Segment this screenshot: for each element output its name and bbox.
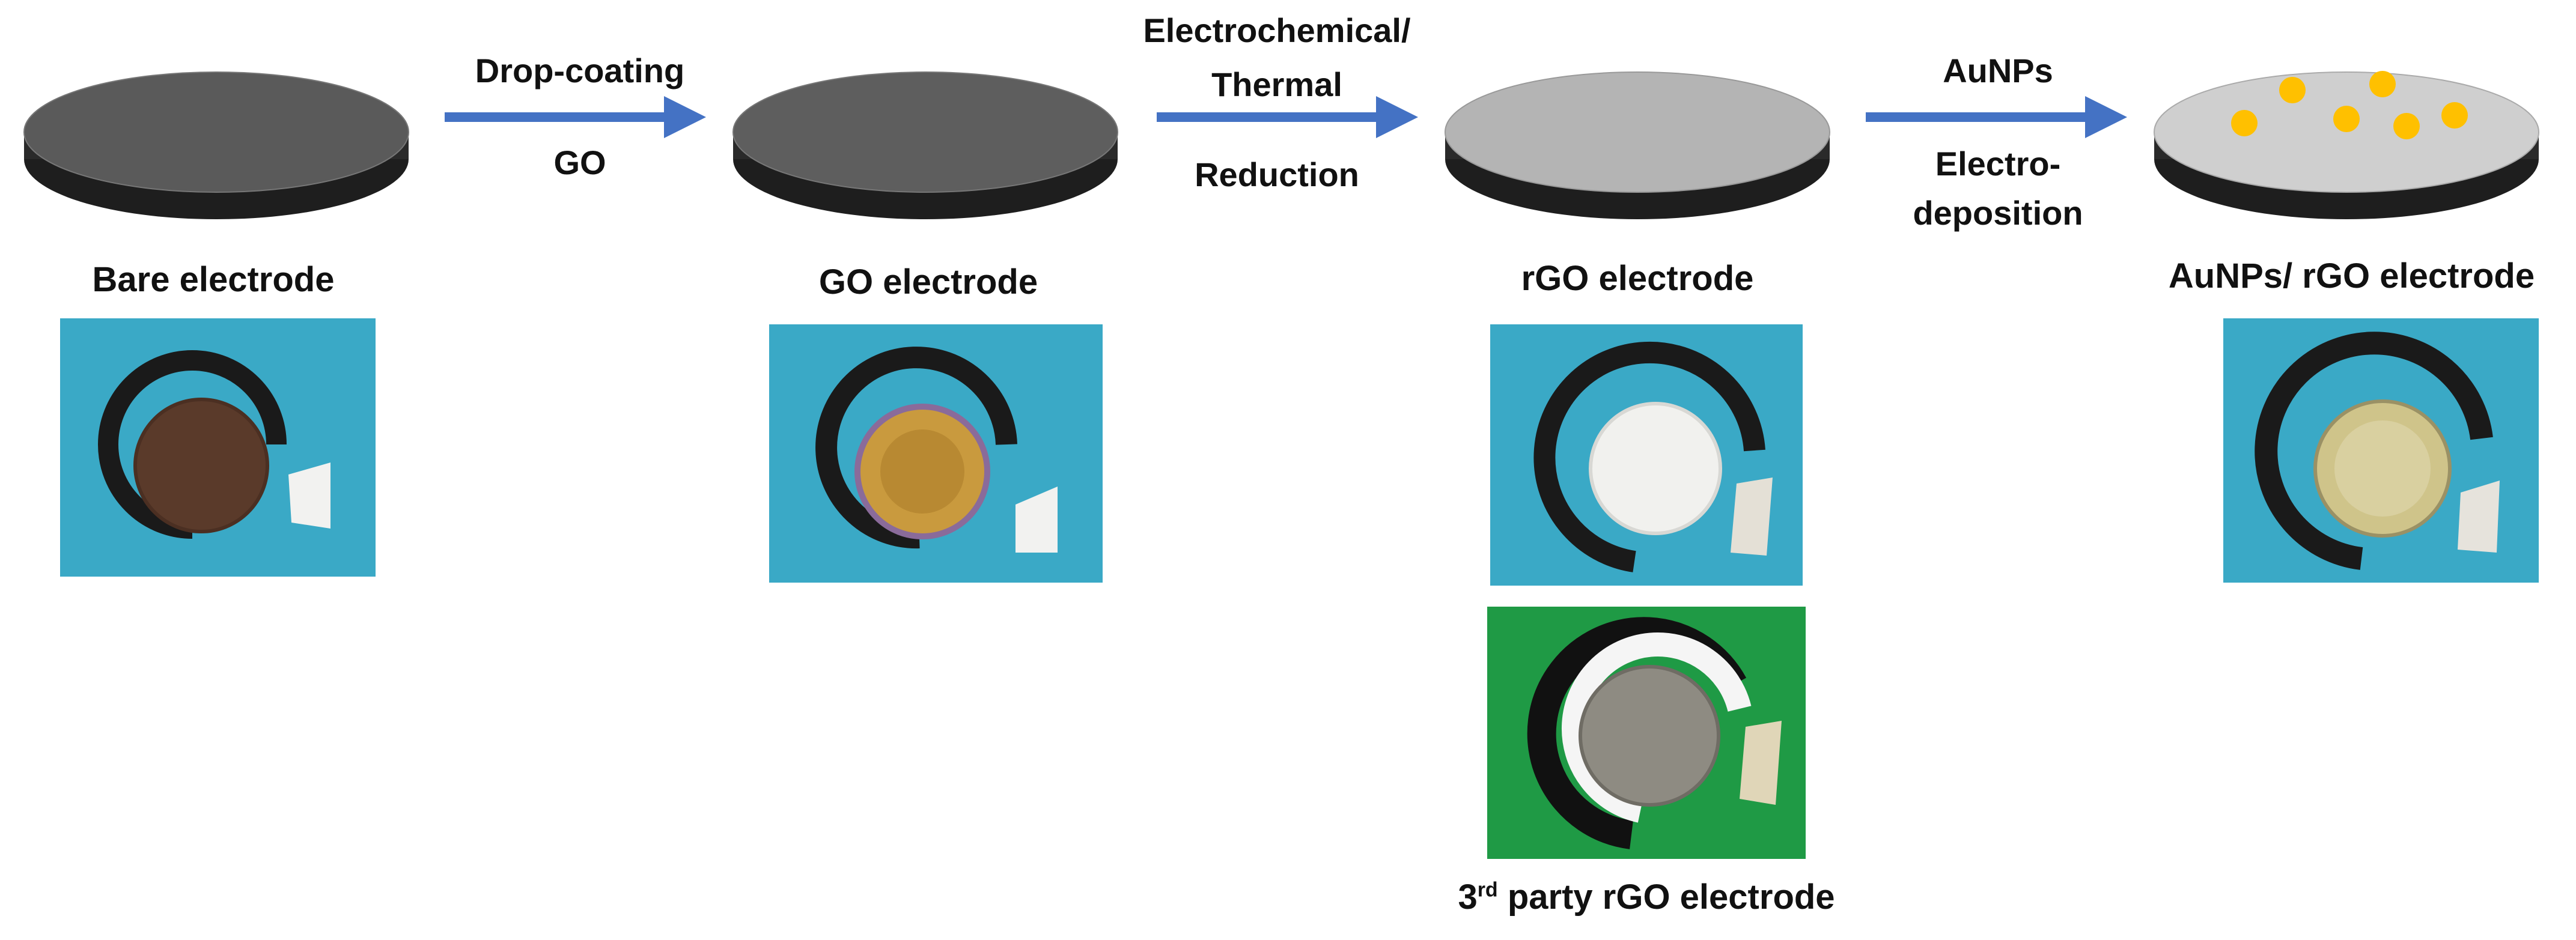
step3-label-line3: deposition: [1913, 194, 2083, 232]
rgo-electrode-disc: [1445, 71, 1830, 219]
step3-label-line2: Electro-: [1935, 145, 2061, 183]
step1-label-line1: Drop-coating: [475, 52, 685, 89]
step1-label-line2: GO: [553, 144, 606, 181]
go-electrode-label: GO electrode: [818, 262, 1038, 302]
aunps-electrode-disc: [2154, 71, 2539, 219]
gold-nanoparticles: [2231, 71, 2468, 139]
third-party-suffix: party rGO electrode: [1497, 878, 1835, 917]
rgo-electrode-photo: [1490, 324, 1803, 586]
aunps-rgo-electrode-label: AuNPs/ rGO electrode: [2168, 256, 2535, 296]
step2-label-line1: Electrochemical/: [1143, 11, 1411, 49]
bare-electrode-label: Bare electrode: [92, 260, 335, 299]
go-electrode-photo: [769, 324, 1103, 583]
bare-electrode-disc: [23, 71, 409, 219]
third-party-rgo-electrode-photo: [1487, 607, 1806, 859]
bare-electrode-photo: [60, 318, 376, 577]
third-party-rgo-electrode-label: 3rd party rGO electrode: [1412, 877, 1881, 917]
arrow-step2: [1157, 96, 1418, 138]
third-party-prefix: 3: [1458, 878, 1478, 917]
aunps-rgo-electrode-photo: [2223, 318, 2539, 583]
arrow-step1: [445, 96, 706, 138]
step3-label-line1: AuNPs: [1943, 52, 2053, 89]
step2-label-line2: Thermal: [1211, 65, 1342, 103]
step2-label-line3: Reduction: [1195, 156, 1359, 193]
go-electrode-disc: [732, 71, 1118, 219]
arrow-step3: [1866, 96, 2127, 138]
rgo-electrode-label: rGO electrode: [1521, 259, 1754, 298]
third-party-superscript: rd: [1477, 878, 1498, 902]
